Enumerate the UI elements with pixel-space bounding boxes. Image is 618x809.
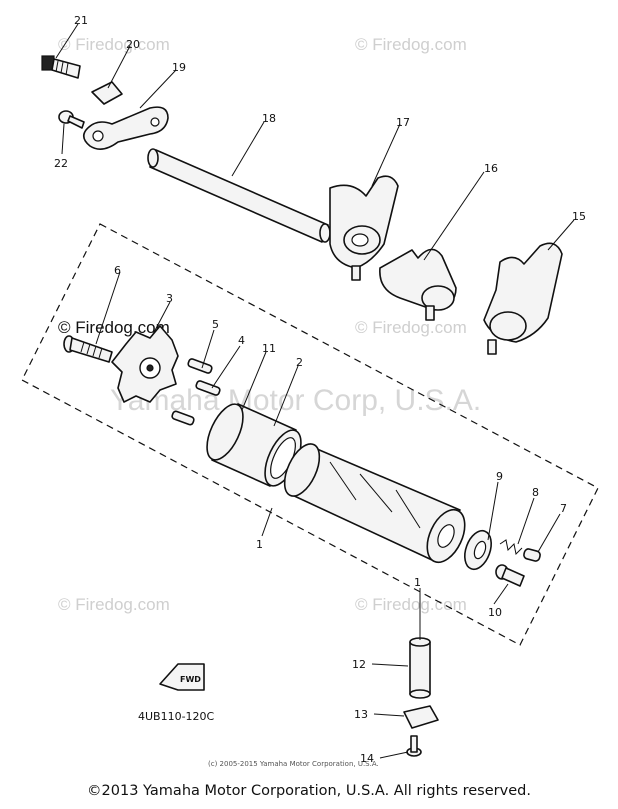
part-8-spring [499, 539, 523, 556]
watermark: © Firedog.com [58, 35, 170, 54]
callout-9: 9 [496, 470, 503, 483]
center-watermark: Yamaha Motor Corp, U.S.A. [110, 384, 481, 417]
hole [92, 130, 104, 142]
part-5-pin [187, 358, 213, 374]
leader-lines [55, 23, 575, 759]
callout-14: 14 [360, 752, 374, 765]
callout-12: 12 [352, 658, 366, 671]
part-3-segment [111, 325, 179, 403]
part-12-pin [409, 637, 431, 699]
watermark: © Firedog.com [355, 595, 467, 614]
part-15-shift-fork [483, 242, 563, 355]
part-22-screw [58, 110, 85, 129]
callout-11: 11 [262, 342, 276, 355]
callout-2: 2 [296, 356, 303, 369]
callout-1: 1 [256, 538, 263, 551]
small-copyright: (c) 2005-2015 Yamaha Motor Corporation, … [208, 760, 379, 768]
callout-3: 3 [166, 292, 173, 305]
part-16-shift-fork [379, 248, 457, 321]
callout-10: 10 [488, 606, 502, 619]
callout-7: 7 [560, 502, 567, 515]
hole [150, 117, 160, 127]
callout-20: 20 [126, 38, 140, 51]
watermark-dark: © Firedog.com [58, 318, 170, 337]
assembly-boundary [21, 223, 599, 646]
callout-16: 16 [484, 162, 498, 175]
diagram-code: 4UB110-120C [138, 710, 215, 723]
callout-15: 15 [572, 210, 586, 223]
part-13-plate [403, 705, 439, 729]
watermark: © Firedog.com [58, 595, 170, 614]
part-10-bolt [495, 564, 525, 587]
part-14-screw [406, 735, 422, 757]
callout-6: 6 [114, 264, 121, 277]
callout-18: 18 [262, 112, 276, 125]
part-19-stopper-plate [82, 106, 169, 150]
part-4-pin [195, 380, 221, 396]
callout-22: 22 [54, 157, 68, 170]
watermark: © Firedog.com [355, 35, 467, 54]
callout-13: 13 [354, 708, 368, 721]
callouts: 21 20 19 22 18 17 16 15 6 3 5 4 11 2 1 9… [54, 14, 586, 765]
part-21-bolt [41, 55, 81, 79]
callout-21: 21 [74, 14, 88, 27]
part-17-shift-fork [329, 175, 399, 281]
part-7-plunger [523, 548, 541, 562]
watermark: © Firedog.com [355, 318, 467, 337]
fwd-label: FWD [180, 675, 201, 684]
callout-19: 19 [172, 61, 186, 74]
callout-1-lower: 1 [414, 576, 421, 589]
part-20-lock-washer [91, 81, 123, 105]
part-6-screw [63, 335, 113, 363]
callout-17: 17 [396, 116, 410, 129]
part-1-shift-drum [283, 443, 466, 564]
watermarks: © Firedog.com © Firedog.com © Firedog.co… [58, 35, 481, 614]
callout-5: 5 [212, 318, 219, 331]
part-9-washer [464, 529, 492, 571]
copyright-footer: ©2013 Yamaha Motor Corporation, U.S.A. A… [87, 783, 531, 799]
callout-4: 4 [238, 334, 245, 347]
part-pin [171, 410, 195, 426]
callout-8: 8 [532, 486, 539, 499]
part-18-shaft [147, 148, 331, 243]
fwd-arrow: FWD [159, 663, 205, 691]
